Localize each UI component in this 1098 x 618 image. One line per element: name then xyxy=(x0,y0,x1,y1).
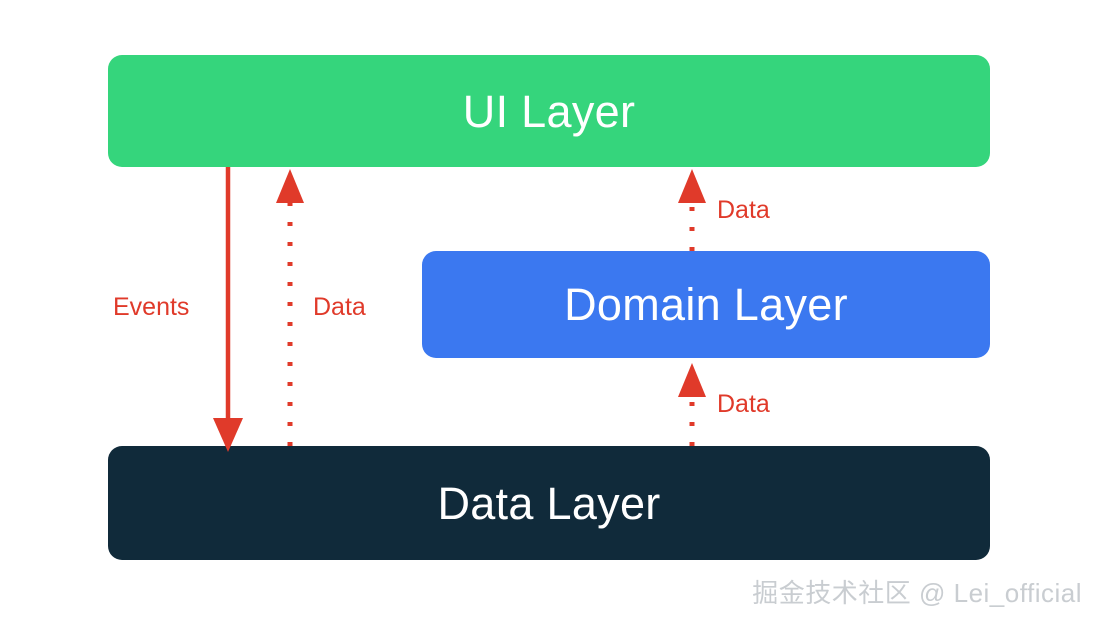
edge-label-data-ui: Data xyxy=(313,293,366,321)
data-layer-label: Data Layer xyxy=(437,477,661,529)
edge-label-data-domain-ui: Data xyxy=(717,196,770,224)
arrow-domain-to-ui-data xyxy=(678,169,706,251)
arrow-data-to-ui-data xyxy=(276,169,304,446)
arrowhead-up xyxy=(276,169,304,203)
ui-layer-label: UI Layer xyxy=(462,85,636,137)
watermark: 掘金技术社区 @ Lei_official xyxy=(752,578,1082,608)
arrowhead-up xyxy=(678,363,706,397)
data-layer-box[interactable]: Data Layer xyxy=(108,446,990,560)
edge-label-data-data-domain: Data xyxy=(717,390,770,418)
edge-label-events: Events xyxy=(113,293,190,321)
arrow-data-to-domain-data xyxy=(678,363,706,446)
arrowhead-up xyxy=(678,169,706,203)
arrow-ui-to-data-events xyxy=(213,167,243,452)
ui-layer-box[interactable]: UI Layer xyxy=(108,55,990,167)
domain-layer-box[interactable]: Domain Layer xyxy=(422,251,990,358)
domain-layer-label: Domain Layer xyxy=(564,279,848,330)
